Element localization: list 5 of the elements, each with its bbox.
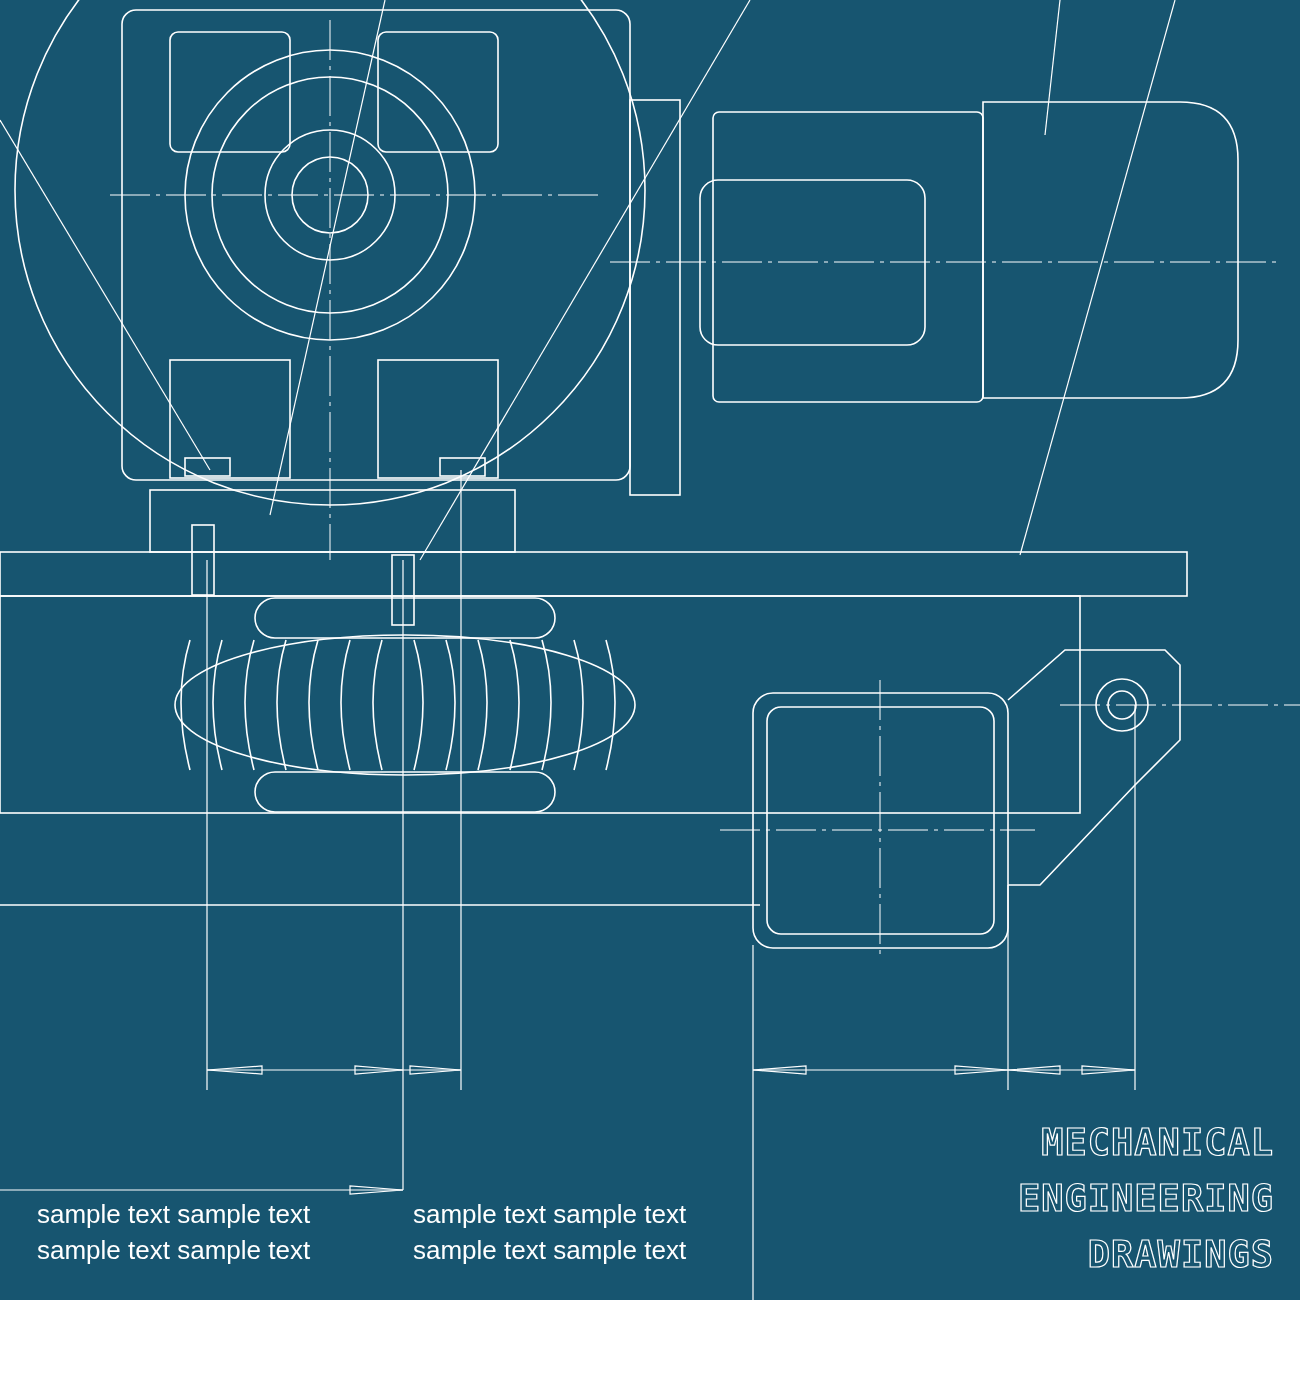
sample-text: sample text sample text	[37, 1198, 311, 1230]
title: MECHANICAL ENGINEERING DRAWINGS	[1016, 1120, 1274, 1278]
sample-text: sample text sample text	[413, 1234, 687, 1266]
sample-text: sample text sample text	[413, 1198, 687, 1230]
sample-text: sample text sample text	[37, 1234, 311, 1266]
